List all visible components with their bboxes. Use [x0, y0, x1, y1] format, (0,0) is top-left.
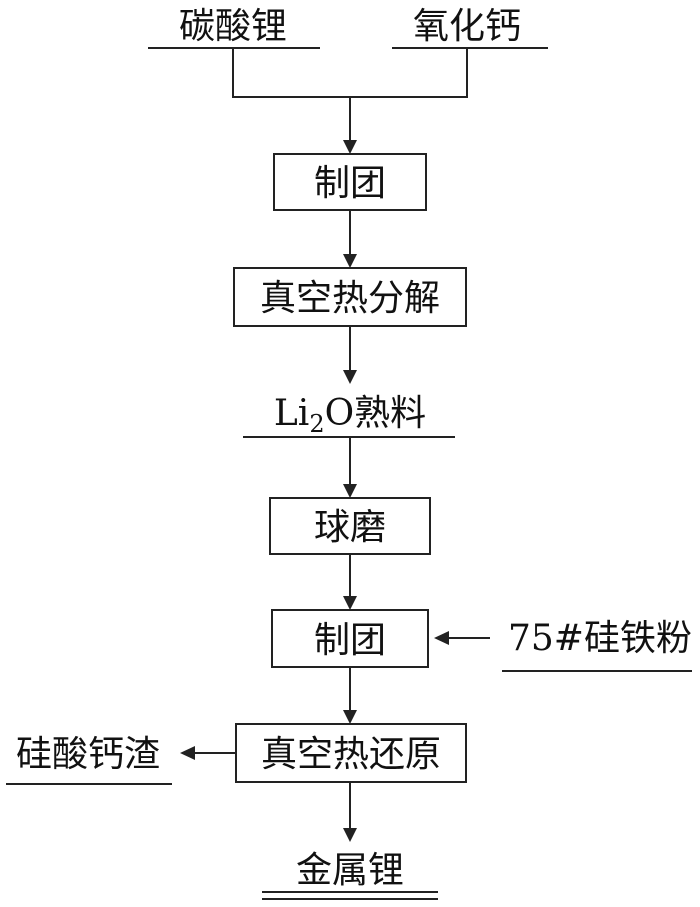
- arrow-ferrosilicon-in: [434, 631, 449, 645]
- input-calcium-oxide-label: 氧化钙: [413, 6, 521, 47]
- input-lithium-carbonate-label: 碳酸锂: [179, 6, 287, 47]
- step-vacuum-decomposition-box: [233, 267, 467, 327]
- li2o-suffix: O熟料: [325, 393, 427, 434]
- li2o-subscript: 2: [309, 410, 324, 438]
- arrow-to-ball-milling: [343, 484, 357, 498]
- step-vacuum-decomposition-label: 真空热分解: [260, 278, 440, 319]
- product-lithium-metal-label: 金属锂: [296, 850, 404, 891]
- arrow-to-briquetting-1: [343, 140, 357, 154]
- li2o-prefix: Li: [274, 393, 309, 434]
- intermediate-li2o-clinker-label: Li2O熟料: [274, 393, 426, 438]
- step-ball-milling-box: [269, 497, 431, 555]
- arrow-to-li2o-clinker: [343, 370, 357, 384]
- step-briquetting-1-box: [273, 153, 427, 211]
- arrow-to-vacuum-reduction: [343, 710, 357, 724]
- step-briquetting-1-label: 制团: [314, 163, 386, 204]
- side-input-ferrosilicon-label: 75#硅铁粉: [508, 618, 692, 659]
- arrow-slag-out: [180, 746, 195, 760]
- merge-connector: [232, 48, 468, 142]
- step-vacuum-reduction-label: 真空热还原: [261, 734, 441, 775]
- byproduct-calcium-silicate-slag-label: 硅酸钙渣: [16, 734, 160, 775]
- arrow-to-briquetting-2: [343, 596, 357, 610]
- step-briquetting-2-label: 制团: [314, 620, 386, 661]
- arrow-to-vacuum-decomposition: [343, 254, 357, 268]
- step-briquetting-2-box: [271, 609, 429, 668]
- step-ball-milling-label: 球磨: [314, 507, 386, 548]
- arrow-to-lithium-metal: [343, 828, 357, 842]
